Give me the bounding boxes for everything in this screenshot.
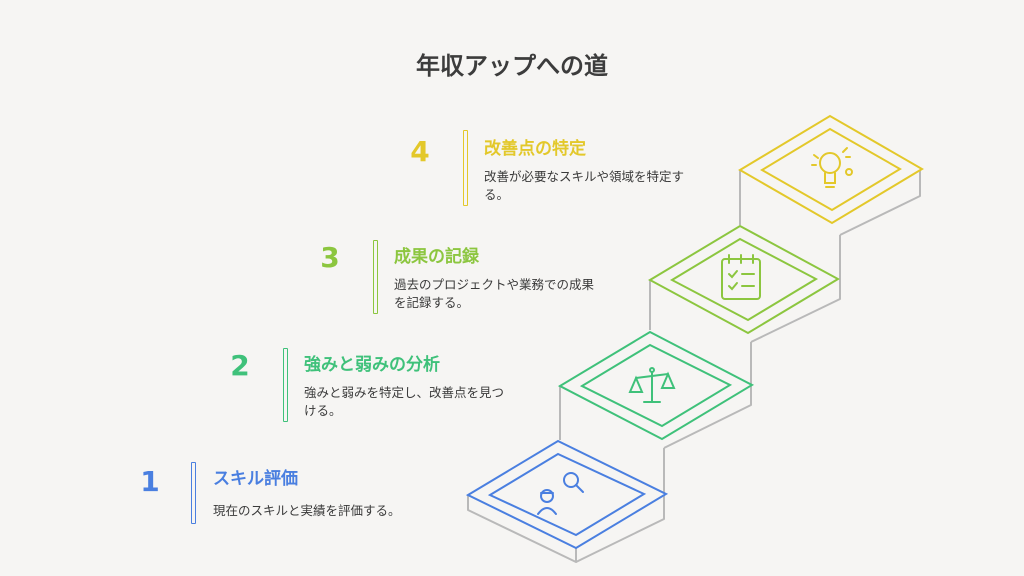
step-3-accent-bar xyxy=(373,240,378,314)
step-1-number: 1 xyxy=(140,465,160,498)
checklist-icon xyxy=(721,254,761,300)
lightbulb-icon xyxy=(811,147,853,188)
person-search-icon xyxy=(537,472,584,515)
stair-outline xyxy=(467,170,921,563)
step-1-description: 現在のスキルと実績を評価する。 xyxy=(213,503,401,518)
step-2-description: 強みと弱みを特定し、改善点を見つける。 xyxy=(304,385,505,418)
stair-step-1 xyxy=(465,439,669,550)
step-4-accent-bar xyxy=(463,130,468,206)
step-4-description: 改善が必要なスキルや領域を特定する。 xyxy=(484,169,685,202)
stair-step-3 xyxy=(647,224,841,335)
step-2-heading: 強みと弱みの分析 xyxy=(304,355,440,375)
step-2-number: 2 xyxy=(230,349,250,382)
step-4-number: 4 xyxy=(410,135,430,168)
balance-scale-icon xyxy=(628,367,676,403)
step-3-number: 3 xyxy=(320,241,340,274)
diagram-title: 年収アップへの道 xyxy=(416,52,608,80)
step-1-accent-bar xyxy=(191,462,196,524)
stair-step-2 xyxy=(557,330,755,441)
step-3-description: 過去のプロジェクトや業務での成果を記録する。 xyxy=(394,277,595,310)
step-2-accent-bar xyxy=(283,348,288,422)
step-4-heading: 改善点の特定 xyxy=(484,139,586,159)
stair-step-4 xyxy=(738,114,924,225)
step-3-heading: 成果の記録 xyxy=(394,247,479,267)
step-1-heading: スキル評価 xyxy=(213,469,298,489)
